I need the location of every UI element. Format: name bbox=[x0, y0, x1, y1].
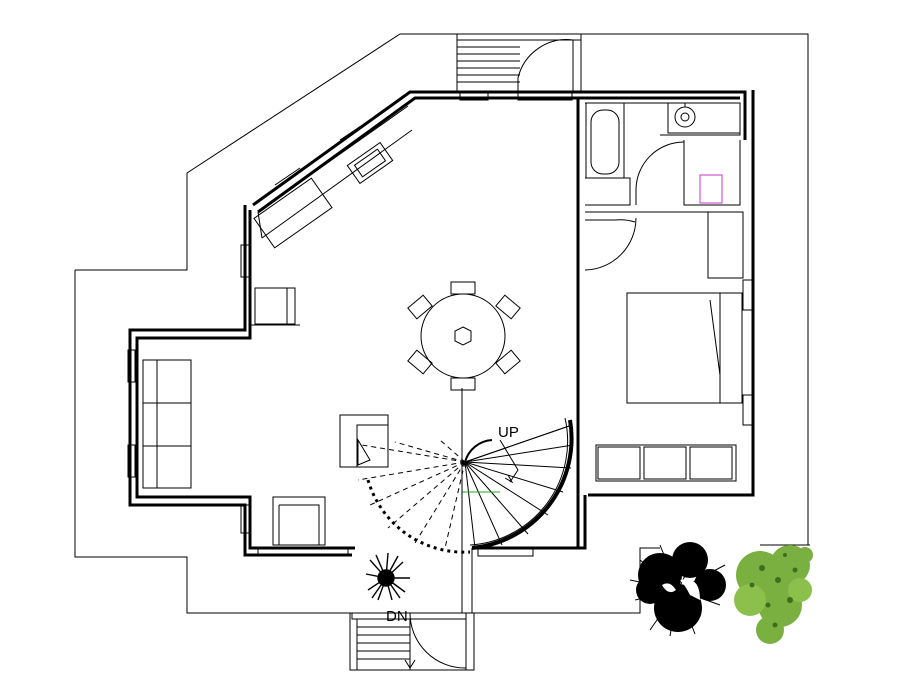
bedroom bbox=[584, 211, 744, 482]
kitchen-sink-icon bbox=[346, 141, 394, 185]
armchair-icon bbox=[254, 287, 296, 325]
stair-down-label: DN bbox=[386, 608, 408, 625]
shrub-green-icon bbox=[734, 545, 813, 644]
bathtub-icon bbox=[585, 102, 625, 179]
stair-up-label: UP bbox=[498, 424, 519, 441]
bathroom bbox=[585, 102, 741, 213]
windows bbox=[127, 91, 754, 557]
washbasin-icon bbox=[674, 103, 696, 128]
building-walls bbox=[128, 90, 755, 557]
upper-stair bbox=[456, 33, 582, 93]
kitchen-counter bbox=[253, 105, 413, 249]
armchair-lower bbox=[272, 496, 326, 546]
site-outline bbox=[74, 33, 810, 614]
potted-palm-icon bbox=[365, 552, 410, 601]
sofa-icon bbox=[142, 359, 192, 489]
side-chair bbox=[339, 414, 389, 468]
bed-icon bbox=[626, 292, 743, 404]
dining-table-icon bbox=[407, 281, 521, 391]
lower-stair bbox=[349, 612, 475, 671]
window-seat bbox=[595, 444, 737, 482]
toilet-icon bbox=[699, 174, 723, 204]
shrub-dark-icon bbox=[629, 542, 726, 637]
spiral-stair-icon bbox=[357, 388, 574, 613]
